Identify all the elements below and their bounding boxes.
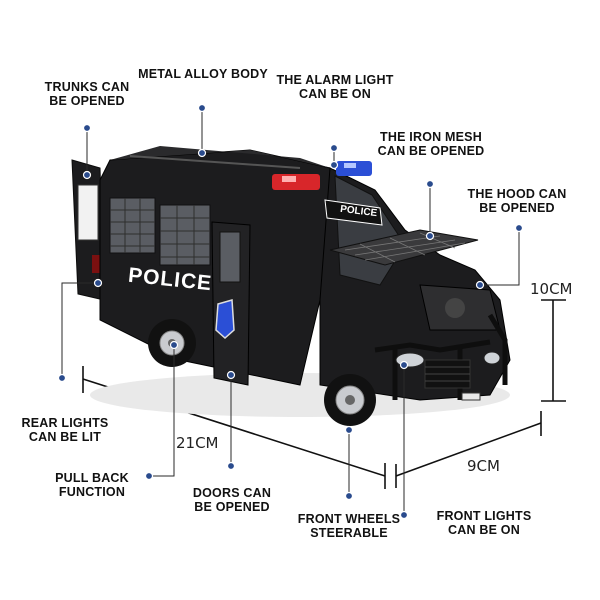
dimension-length-label: 21CM: [176, 434, 219, 452]
front-wheel: [324, 374, 376, 426]
callout-front-lights: FRONT LIGHTS CAN BE ON: [436, 509, 532, 537]
callout-dots: [57, 103, 524, 520]
dimension-height-label: 10CM: [530, 280, 573, 298]
callout-pull-back: PULL BACK FUNCTION: [55, 471, 129, 499]
callout-front-wheels: FRONT WHEELS STEERABLE: [297, 512, 401, 540]
callout-trunks: TRUNKS CAN BE OPENED: [44, 80, 130, 108]
width-dimension-line: [395, 422, 542, 477]
callout-hood: THE HOOD CAN BE OPENED: [467, 187, 567, 215]
police-badge-icon: [215, 299, 235, 340]
bull-bar: [374, 313, 508, 400]
callout-leader-lines: [61, 108, 520, 515]
callout-alarm-light: THE ALARM LIGHT CAN BE ON: [276, 73, 394, 101]
dimension-width-label: 9CM: [467, 457, 500, 475]
callout-metal-body: METAL ALLOY BODY: [138, 67, 268, 81]
callout-iron-mesh: THE IRON MESH CAN BE OPENED: [377, 130, 485, 158]
callout-rear-lights: REAR LIGHTS CAN BE LIT: [21, 416, 109, 444]
callout-doors: DOORS CAN BE OPENED: [192, 486, 272, 514]
